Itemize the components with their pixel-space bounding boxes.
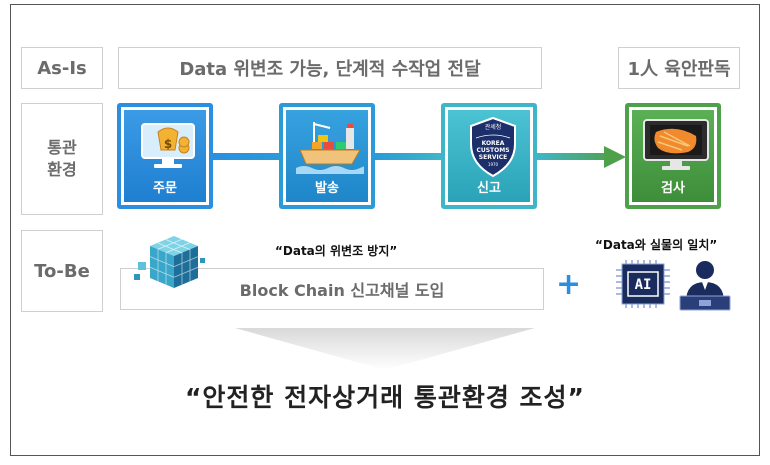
blockchain-quote: “Data의 위변조 방지” xyxy=(275,244,398,258)
badge-line-1: KOREA xyxy=(482,140,505,147)
inspector-person-icon xyxy=(679,261,731,311)
step-declaration-label: 신고 xyxy=(477,181,501,196)
as-is-label-text: As-Is xyxy=(37,57,87,79)
money-monitor-icon: $ xyxy=(141,123,195,168)
badge-year: 1970 xyxy=(488,162,499,167)
inspection-monitor-icon xyxy=(643,119,709,170)
down-arrow-icon xyxy=(235,328,535,370)
badge-line-2: CUSTOMS xyxy=(476,147,509,154)
ai-quote: “Data와 실물의 일치” xyxy=(595,238,718,252)
plus-sign: + xyxy=(556,267,582,302)
badge-line-3: SERVICE xyxy=(479,154,507,161)
conclusion-text: “안전한 전자상거래 통관환경 조성” xyxy=(185,383,585,412)
svg-text:$: $ xyxy=(164,137,172,151)
as-is-description-text: Data 위변조 가능, 단계적 수작업 전달 xyxy=(179,59,481,80)
step-shipping-label: 발송 xyxy=(315,181,339,196)
blockchain-cube-icon xyxy=(134,236,205,288)
connector-ship-declare xyxy=(375,153,441,160)
step-declaration-card: 관세청 KOREA CUSTOMS SERVICE 1970 신고 xyxy=(441,103,537,209)
customs-badge-icon: 관세청 KOREA CUSTOMS SERVICE 1970 xyxy=(470,116,516,178)
customs-environment-line-2: 환경 xyxy=(47,160,77,179)
step-order-card: $ 주문 xyxy=(117,103,213,209)
as-is-visual-inspection-text: 1人 육안판독 xyxy=(627,59,731,80)
to-be-label: To-Be xyxy=(21,230,103,312)
cargo-ship-icon xyxy=(296,122,364,174)
as-is-description-bar: Data 위변조 가능, 단계적 수작업 전달 xyxy=(118,47,542,89)
connector-declare-inspect xyxy=(537,153,615,160)
connector-order-ship xyxy=(213,153,279,160)
as-is-visual-inspection: 1人 육안판독 xyxy=(618,47,740,89)
customs-environment-line-1: 통관 xyxy=(47,138,77,157)
arrowhead-icon xyxy=(604,146,626,168)
step-inspection-card: 검사 xyxy=(625,103,721,209)
to-be-label-text: To-Be xyxy=(34,260,90,282)
badge-top-text: 관세청 xyxy=(485,123,502,131)
customs-environment-label: 통관 환경 xyxy=(21,103,103,215)
ai-chip-text: AI xyxy=(635,277,652,293)
ai-chip-icon: AI xyxy=(616,260,670,308)
step-shipping-card: 발송 xyxy=(279,103,375,209)
as-is-label: As-Is xyxy=(21,47,103,89)
blockchain-channel-text: Block Chain 신고채널 도입 xyxy=(239,281,445,300)
step-inspection-label: 검사 xyxy=(661,181,685,196)
step-order-label: 주문 xyxy=(153,181,177,196)
